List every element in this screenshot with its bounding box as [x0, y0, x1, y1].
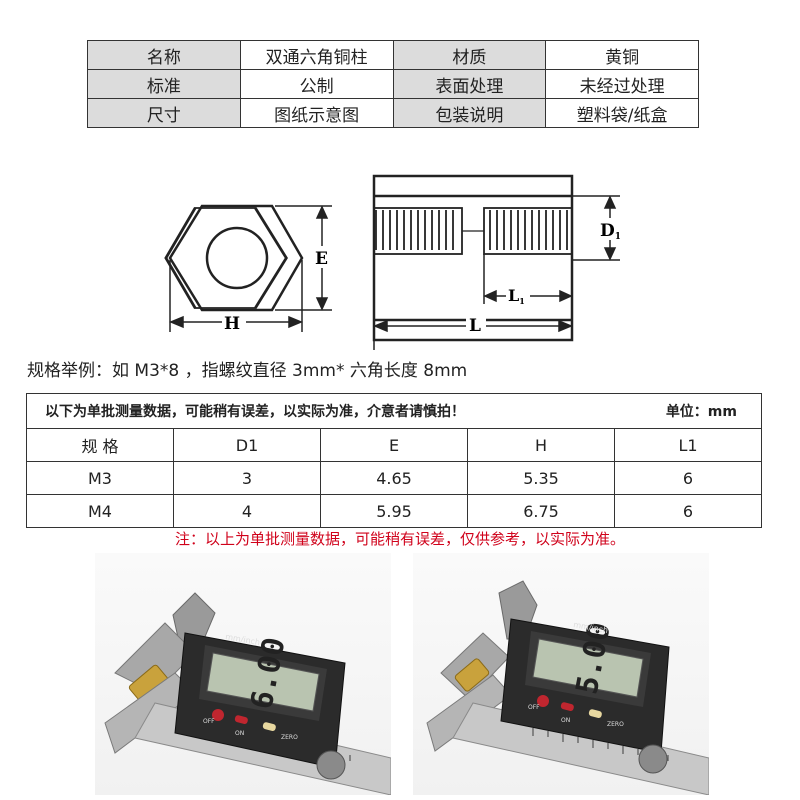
caliper-photo-left: 6.00 mm/inch OFF ON ZERO [95, 553, 391, 795]
column-header: 规 格 [26, 428, 174, 462]
header-row: 规 格 D1 E H L1 [26, 428, 762, 462]
table-cell: 6 [614, 461, 762, 495]
zero-label: ZERO [281, 734, 298, 741]
spec-key: 包装说明 [392, 98, 547, 128]
label-d1: D1 [600, 221, 620, 242]
caliper-photo-right: 5.00 mm/inch OFF ON ZERO [413, 553, 709, 795]
table-row: M4 4 5.95 6.75 6 [26, 494, 762, 528]
caliper-illustration: 5.00 mm/inch OFF ON ZERO [426, 580, 709, 795]
spec-value: 公制 [239, 69, 394, 99]
spec-value: 图纸示意图 [239, 98, 394, 128]
off-button [537, 695, 549, 707]
table-cell: 5.35 [467, 461, 615, 495]
spec-key: 标准 [87, 69, 241, 99]
on-button-body [560, 702, 574, 712]
column-header: H [467, 428, 615, 462]
zero-button [262, 722, 276, 732]
spec-value: 塑料袋/纸盒 [545, 98, 699, 128]
table-cell: 6.75 [467, 494, 615, 528]
table-cell: 4 [173, 494, 321, 528]
table-cell: 6 [614, 494, 762, 528]
off-label: OFF [528, 704, 540, 711]
on-label: ON [561, 717, 570, 724]
example-text: 规格举例：如 M3*8 ，指螺纹直径 3mm* 六角长度 8mm [27, 361, 468, 381]
label-l: L [469, 316, 481, 336]
label-l1: L1 [508, 286, 525, 306]
spec-row: 尺寸 图纸示意图 包装说明 塑料袋/纸盒 [87, 98, 699, 128]
thread-left [373, 207, 463, 255]
spec-value: 黄铜 [545, 40, 699, 70]
on-label: ON [235, 730, 244, 737]
hexagon-view [164, 207, 288, 309]
red-note: 注：以上为单批测量数据，可能稍有误差，仅供参考，以实际为准。 [174, 530, 625, 548]
column-header: L1 [614, 428, 762, 462]
zero-label: ZERO [607, 721, 624, 728]
caliper-illustration: 6.00 mm/inch OFF ON ZERO [104, 592, 391, 795]
table-cell: 3 [173, 461, 321, 495]
thread-right [483, 207, 573, 255]
spec-key: 表面处理 [392, 69, 547, 99]
spec-key: 材质 [392, 40, 547, 70]
off-label: OFF [203, 718, 215, 725]
unit-label: 单位：mm [665, 404, 737, 420]
off-button [212, 709, 224, 721]
hexagon-bore [205, 226, 269, 290]
notice-row: 以下为单批测量数据，可能稍有误差，以实际为准，介意者请慎拍！ 单位：mm [26, 393, 762, 429]
zero-button [588, 709, 602, 719]
table-row: M3 3 4.65 5.35 6 [26, 461, 762, 495]
spec-key: 尺寸 [87, 98, 241, 128]
column-header: E [320, 428, 468, 462]
table-cell: 4.65 [320, 461, 468, 495]
spec-row: 名称 双通六角铜柱 材质 黄铜 [87, 40, 699, 70]
notice-text: 以下为单批测量数据，可能稍有误差，以实际为准，介意者请慎拍！ [45, 404, 465, 420]
spec-row: 标准 公制 表面处理 未经过处理 [87, 69, 699, 99]
label-e: E [315, 249, 328, 269]
hexagon-outline [168, 204, 304, 312]
spec-value: 双通六角铜柱 [239, 40, 394, 70]
label-h: H [224, 314, 240, 334]
spec-key: 名称 [87, 40, 241, 70]
on-button-body [234, 715, 248, 725]
column-header: D1 [173, 428, 321, 462]
measurement-table: 以下为单批测量数据，可能稍有误差，以实际为准，介意者请慎拍！ 单位：mm 规 格… [26, 393, 762, 528]
spec-value: 未经过处理 [545, 69, 699, 99]
technical-drawing: E H D1 L1 [164, 174, 620, 350]
table-cell: M4 [26, 494, 174, 528]
table-cell: M3 [26, 461, 174, 495]
spec-table: 名称 双通六角铜柱 材质 黄铜 标准 公制 表面处理 未经过处理 尺寸 图纸示意… [87, 40, 699, 128]
table-cell: 5.95 [320, 494, 468, 528]
